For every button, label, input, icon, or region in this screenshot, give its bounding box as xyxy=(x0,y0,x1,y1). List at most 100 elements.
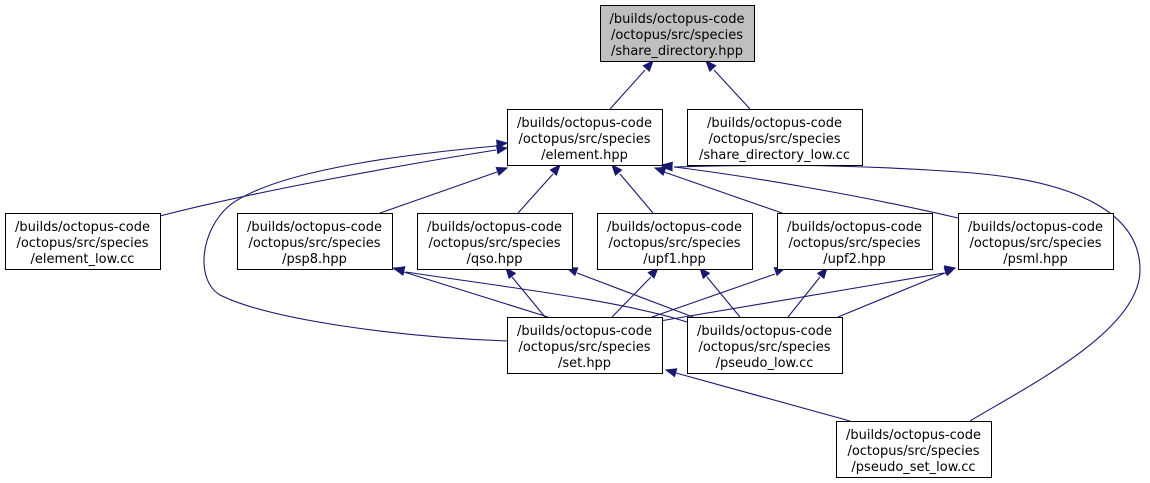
edge-upf1_hpp-to-element_hpp xyxy=(611,163,654,214)
node-label-line: /builds/octopus-code xyxy=(15,220,150,235)
node-box xyxy=(507,317,663,374)
edge-set_hpp-to-upf2_hpp xyxy=(651,267,787,318)
node-label-line: /builds/octopus-code xyxy=(427,220,562,235)
edge-set_hpp-to-element_hpp xyxy=(203,139,509,342)
node-label-line: /share_directory.hpp xyxy=(611,44,743,59)
arrowhead-icon xyxy=(549,163,561,177)
node-box xyxy=(836,421,992,478)
edge-set_hpp-to-upf1_hpp xyxy=(611,267,659,318)
edge-line xyxy=(203,145,508,342)
edge-pseudo_set_low_cc-to-set_hpp xyxy=(664,368,851,422)
edge-set_hpp-to-qso_hpp xyxy=(505,266,546,318)
node-label-line: /builds/octopus-code xyxy=(247,220,382,235)
node-box xyxy=(687,109,863,166)
node-label-line: /qso.hpp xyxy=(466,252,522,267)
arrowhead-icon xyxy=(647,267,659,279)
edge-line xyxy=(159,149,497,217)
node-label-line: /octopus/src/species xyxy=(847,444,979,459)
node-set-hpp[interactable]: /builds/octopus-code/octopus/src/species… xyxy=(507,317,663,374)
node-upf1-hpp[interactable]: /builds/octopus-code/octopus/src/species… xyxy=(597,213,753,270)
edge-line xyxy=(379,171,498,214)
node-box xyxy=(417,213,573,270)
edge-qso_hpp-to-element_hpp xyxy=(517,163,561,214)
edge-psp8_hpp-to-element_hpp xyxy=(379,167,509,214)
node-label-line: /octopus/src/species xyxy=(788,236,920,251)
node-label-line: /upf2.hpp xyxy=(823,252,886,267)
arrowhead-icon xyxy=(392,266,406,276)
node-label-line: /builds/octopus-code xyxy=(697,324,832,339)
node-label-line: /builds/octopus-code xyxy=(707,116,842,131)
edge-element_low_cc-to-element_hpp xyxy=(159,144,509,217)
arrowhead-icon xyxy=(943,267,957,277)
edge-line xyxy=(659,272,945,322)
arrowhead-icon xyxy=(664,368,678,378)
node-pseudo-set-low-cc[interactable]: /builds/octopus-code/octopus/src/species… xyxy=(836,421,992,478)
node-element-low-cc[interactable]: /builds/octopus-code/octopus/src/species… xyxy=(5,213,161,270)
node-box xyxy=(237,213,393,270)
node-label-line: /element_low.cc xyxy=(31,252,135,267)
edge-upf2_hpp-to-element_hpp xyxy=(653,167,783,214)
arrowhead-icon xyxy=(705,60,717,72)
edges-layer xyxy=(159,59,1141,422)
arrowhead-icon xyxy=(699,266,711,280)
node-label-line: /octopus/src/species xyxy=(518,340,650,355)
node-qso-hpp[interactable]: /builds/octopus-code/octopus/src/species… xyxy=(417,213,573,270)
node-label-line: /octopus/src/species xyxy=(248,236,380,251)
node-label-line: /octopus/src/species xyxy=(708,132,840,147)
edge-line xyxy=(511,276,546,318)
node-label-line: /builds/octopus-code xyxy=(787,220,922,235)
edge-pseudo_low_cc-to-upf1_hpp xyxy=(699,266,741,318)
node-label-line: /element.hpp xyxy=(541,148,628,163)
edge-line xyxy=(576,272,694,318)
node-label-line: /octopus/src/species xyxy=(518,132,650,147)
arrowhead-icon xyxy=(816,266,828,280)
edge-line xyxy=(706,276,741,318)
edge-pseudo_low_cc-to-psml_hpp xyxy=(837,267,957,318)
edge-line xyxy=(609,69,646,110)
arrowhead-icon xyxy=(495,167,509,176)
node-box xyxy=(600,5,755,62)
edge-line xyxy=(675,372,851,422)
node-label-line: /octopus/src/species xyxy=(16,236,148,251)
node-box xyxy=(687,317,843,374)
edge-line xyxy=(663,171,783,214)
node-upf2-hpp[interactable]: /builds/octopus-code/octopus/src/species… xyxy=(777,213,933,270)
node-pseudo-low-cc[interactable]: /builds/octopus-code/octopus/src/species… xyxy=(687,317,843,374)
nodes-layer: /builds/octopus-code/octopus/src/species… xyxy=(5,5,1114,478)
arrowhead-icon xyxy=(642,59,654,72)
node-psml-hpp[interactable]: /builds/octopus-code/octopus/src/species… xyxy=(958,213,1114,270)
node-box xyxy=(507,109,663,166)
node-box xyxy=(777,213,933,270)
node-label-line: /octopus/src/species xyxy=(428,236,560,251)
node-label-line: /octopus/src/species xyxy=(969,236,1101,251)
node-label-line: /builds/octopus-code xyxy=(968,220,1103,235)
node-psp8-hpp[interactable]: /builds/octopus-code/octopus/src/species… xyxy=(237,213,393,270)
edge-line xyxy=(673,164,1141,422)
node-label-line: /builds/octopus-code xyxy=(517,116,652,131)
node-share-directory-low-cc[interactable]: /builds/octopus-code/octopus/src/species… xyxy=(687,109,863,166)
node-label-line: /builds/octopus-code xyxy=(607,220,742,235)
arrowhead-icon xyxy=(505,266,517,280)
node-element-hpp[interactable]: /builds/octopus-code/octopus/src/species… xyxy=(507,109,663,166)
node-label-line: /pseudo_set_low.cc xyxy=(851,460,975,475)
node-label-line: /builds/octopus-code xyxy=(846,428,981,443)
arrowhead-icon xyxy=(660,161,673,172)
node-label-line: /share_directory_low.cc xyxy=(699,148,850,163)
node-label-line: /builds/octopus-code xyxy=(517,324,652,339)
node-label-line: /octopus/src/species xyxy=(611,28,743,43)
edge-line xyxy=(837,272,946,318)
edge-line xyxy=(405,271,688,323)
edge-line xyxy=(619,173,654,214)
node-label-line: /psp8.hpp xyxy=(282,252,347,267)
node-label-line: /pseudo_low.cc xyxy=(716,356,814,371)
edge-line xyxy=(611,276,652,318)
edge-pseudo_low_cc-to-psp8_hpp xyxy=(392,266,688,323)
edge-element_hpp-to-share_directory_hpp xyxy=(609,59,654,110)
edge-line xyxy=(673,166,959,219)
edge-psml_hpp-to-element_hpp xyxy=(660,161,959,219)
edge-share_directory_low_cc-to-share_directory_hpp xyxy=(705,60,751,110)
node-label-line: /octopus/src/species xyxy=(608,236,740,251)
edge-line xyxy=(651,273,776,318)
edge-pseudo_set_low_cc-to-element_hpp xyxy=(660,161,1141,422)
